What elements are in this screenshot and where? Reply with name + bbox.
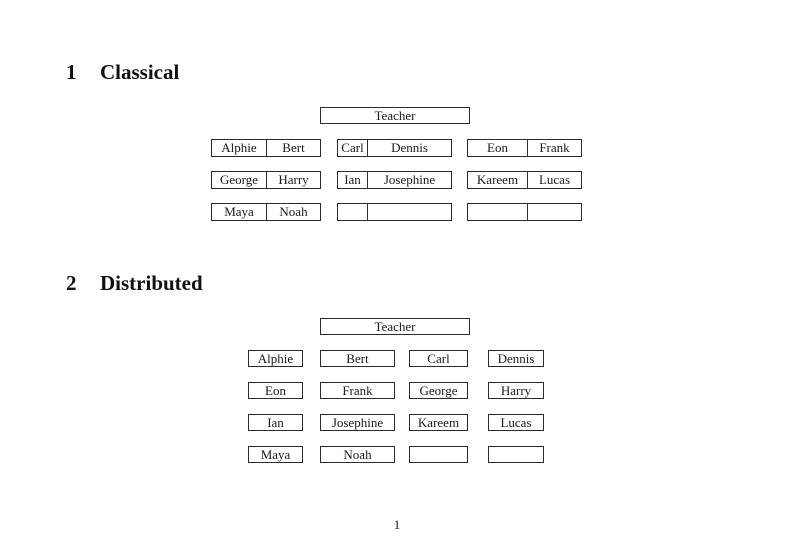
desk-seat-right: Harry [278,172,309,187]
distributed-desk: Alphie [248,350,303,367]
desk-seat-right [528,204,581,220]
distributed-desk: Maya [248,446,303,463]
desk-seat-left: Carl [338,140,368,156]
desk-seat-right: Bert [282,140,305,155]
distributed-desk: Josephine [320,414,395,431]
distributed-desk: Frank [320,382,395,399]
desk-seat-right: Noah [279,204,308,219]
section-number: 2 [66,271,77,295]
section-heading-distributed: 2 Distributed [66,272,203,294]
distributed-desk: George [409,382,468,399]
page-number: 1 [393,517,401,532]
classical-desk: George Harry [211,171,321,189]
classical-desk: Kareem Lucas [467,171,582,189]
distributed-desk: Eon [248,382,303,399]
desk-seat-left: George [212,172,267,188]
distributed-desk: Lucas [488,414,544,431]
section-title: Classical [100,60,180,84]
desk-seat-left: Ian [338,172,368,188]
classical-desk: Eon Frank [467,139,582,157]
distributed-desk: Ian [248,414,303,431]
distributed-desk-empty [488,446,544,463]
distributed-desk: Bert [320,350,395,367]
classical-desk-empty [467,203,582,221]
section-title: Distributed [100,271,203,295]
desk-seat-left [338,204,368,220]
desk-seat-right: Josephine [383,172,436,187]
desk-seat-right: Frank [539,140,570,155]
distributed-desk: Noah [320,446,395,463]
distributed-desk: Carl [409,350,468,367]
desk-seat-left: Eon [468,140,528,156]
desk-seat-left: Kareem [468,172,528,188]
section-heading-classical: 1 Classical [66,61,179,83]
classical-teacher-box: Teacher [320,107,470,124]
classical-desk: Alphie Bert [211,139,321,157]
desk-seat-right [368,204,451,220]
distributed-desk: Dennis [488,350,544,367]
desk-seat-left [468,204,528,220]
distributed-desk: Kareem [409,414,468,431]
classical-desk: Carl Dennis [337,139,452,157]
section-number: 1 [66,60,77,84]
desk-seat-right: Dennis [391,140,428,155]
distributed-desk-empty [409,446,468,463]
distributed-teacher-box: Teacher [320,318,470,335]
distributed-desk: Harry [488,382,544,399]
desk-seat-right: Lucas [538,172,571,187]
classical-desk: Maya Noah [211,203,321,221]
classical-desk: Ian Josephine [337,171,452,189]
desk-seat-left: Maya [212,204,267,220]
classical-desk-empty [337,203,452,221]
desk-seat-left: Alphie [212,140,267,156]
